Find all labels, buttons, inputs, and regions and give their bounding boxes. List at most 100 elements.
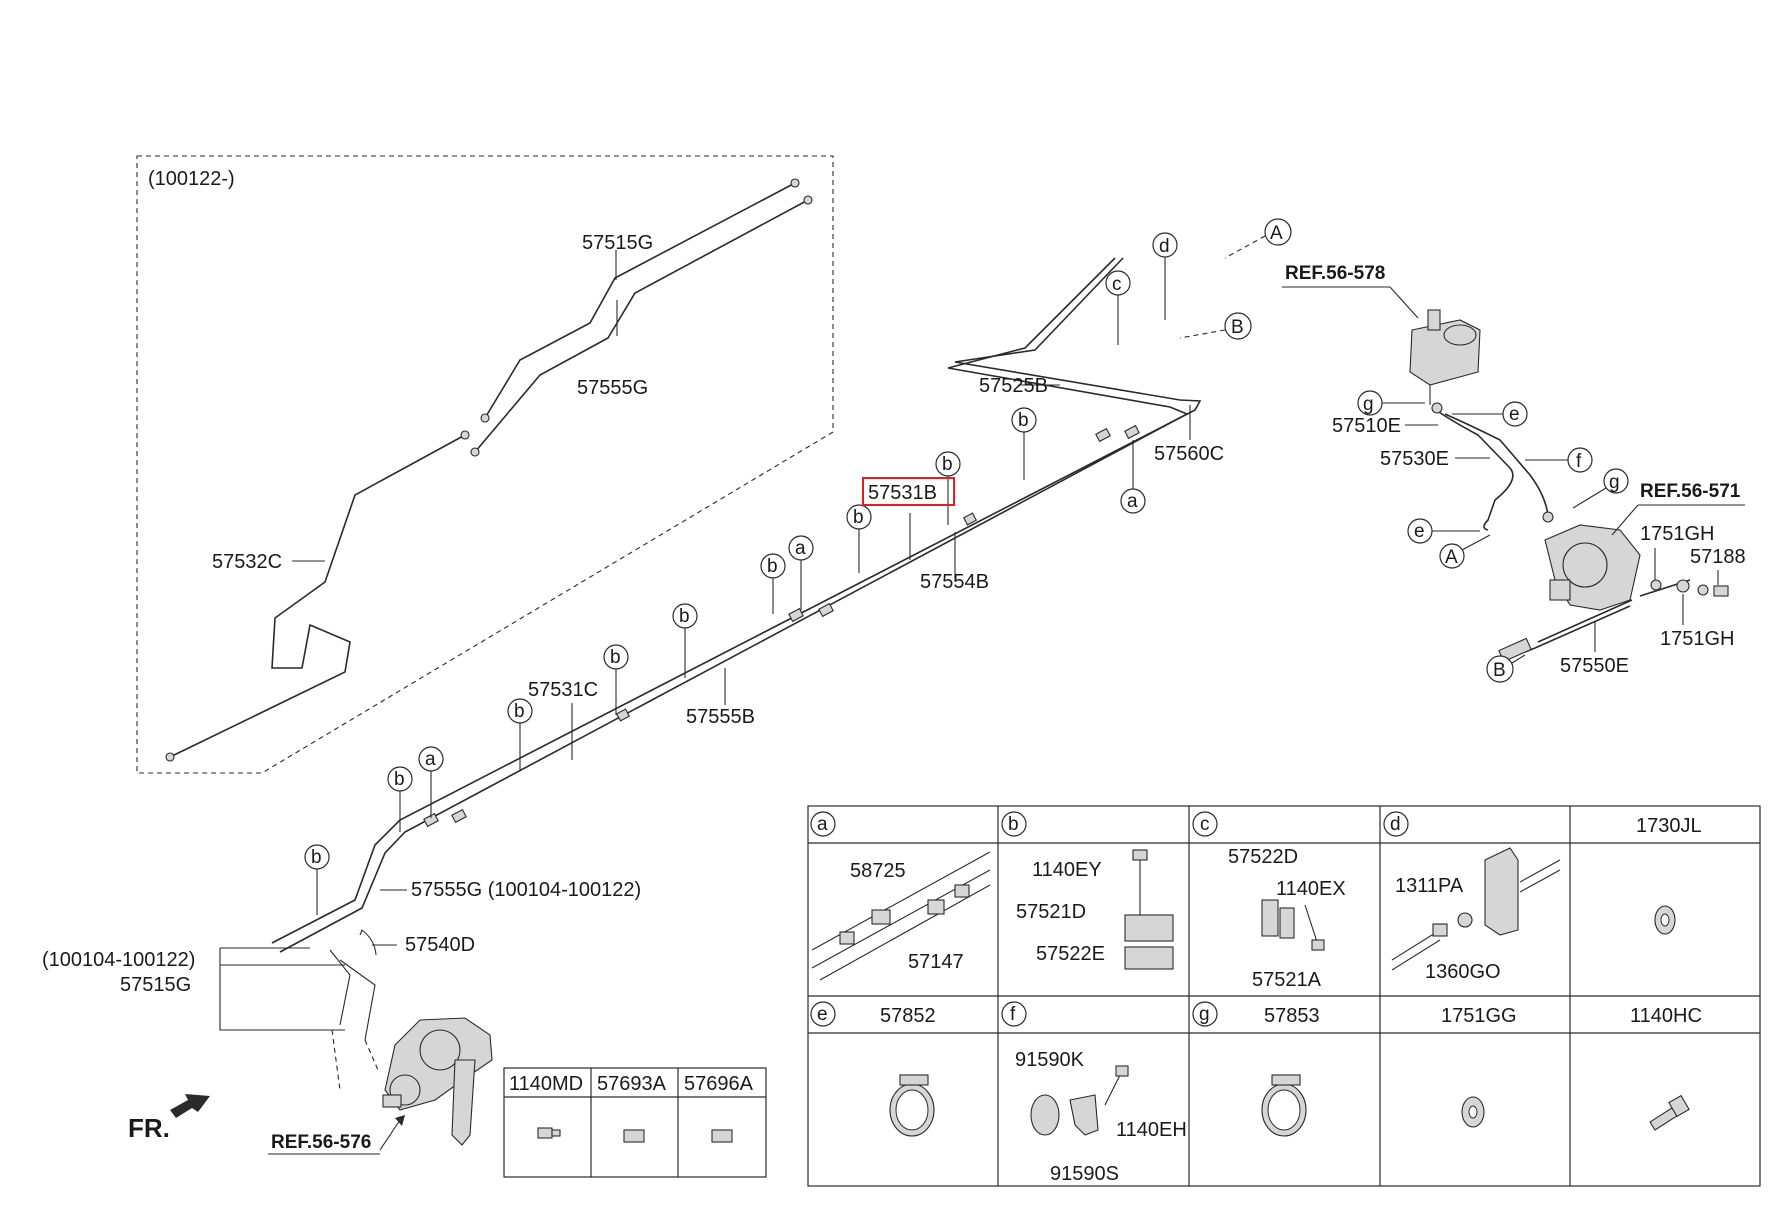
clip-icon	[1095, 427, 1111, 443]
front-arrow-icon	[170, 1094, 210, 1118]
leader-line	[1389, 286, 1419, 319]
cell-1730JL-header: 1730JL	[1636, 815, 1702, 837]
clip-icon	[788, 607, 804, 623]
label-57531C: 57531C	[528, 679, 598, 701]
label-57525B: 57525B	[979, 375, 1048, 397]
label-57555G-inset: 57555G	[577, 377, 648, 399]
cell-g-circle	[1192, 1001, 1218, 1027]
reservoir-cap-icon	[1443, 324, 1477, 346]
callout-arrow	[1572, 487, 1607, 509]
callout-line	[1511, 654, 1526, 664]
inset-group: (100122-) 57515G 57555G 57532C	[136, 155, 834, 774]
cell-a-circle	[810, 811, 836, 837]
callout-b: b	[853, 507, 864, 528]
washer-icon	[1676, 579, 1690, 593]
clip-icon	[1124, 424, 1140, 440]
pitman-arm-icon	[451, 1059, 476, 1146]
fitting-icon	[165, 752, 175, 762]
ref-56-571: REF.56-571	[1640, 481, 1741, 502]
hose-57530E	[1444, 413, 1549, 516]
cell-1140HC-header: 1140HC	[1630, 1005, 1702, 1027]
label-57555G-range: 57555G (100104-100122)	[411, 879, 641, 901]
cell-a-part2: 57147	[908, 951, 964, 973]
pump-bracket-icon	[1549, 579, 1571, 601]
callout-A-bottom: A	[1445, 547, 1458, 568]
fitting-icon	[623, 1129, 645, 1143]
cell-f-part1: 91590K	[1015, 1049, 1085, 1071]
ref-56-578: REF.56-578	[1285, 263, 1385, 284]
pipe-57515G-inset	[484, 182, 796, 419]
label-57540D: 57540D	[405, 934, 475, 956]
callout-b: b	[767, 556, 778, 577]
clip-icon	[1261, 899, 1279, 937]
fitting-icon	[790, 178, 800, 188]
callout-b: b	[610, 647, 621, 668]
cell-d-pipe	[1391, 929, 1441, 971]
callout-b: b	[394, 769, 405, 790]
callout-d: d	[1159, 236, 1170, 257]
callout-circle	[1439, 543, 1465, 569]
label-57554B: 57554B	[920, 571, 989, 593]
small-table-h3: 57696A	[684, 1073, 754, 1095]
cell-c-letter: c	[1200, 814, 1210, 835]
inset-label: (100122-)	[148, 168, 235, 190]
clip-icon	[962, 512, 978, 526]
cell-1751GG-header: 1751GG	[1441, 1005, 1517, 1027]
cell-b-circle	[1001, 811, 1027, 837]
callout-g-right: g	[1609, 472, 1620, 493]
label-57510E: 57510E	[1332, 415, 1401, 437]
cell-f-part3: 91590S	[1050, 1163, 1119, 1185]
hose-57550E-b	[1537, 599, 1633, 643]
leader-line	[1611, 504, 1639, 536]
cell-c-circle	[1192, 811, 1218, 837]
callout-B-top: B	[1231, 317, 1244, 338]
fitting-icon	[927, 899, 945, 915]
cell-e-circle	[810, 1001, 836, 1027]
washer-icon	[1650, 579, 1662, 591]
hose-clip-icon	[1030, 1094, 1060, 1136]
small-table-h2: 57693A	[597, 1073, 667, 1095]
label-1751GH-top: 1751GH	[1640, 523, 1715, 545]
label-57560C: 57560C	[1154, 443, 1224, 465]
bolt-icon	[1115, 1065, 1129, 1077]
front-label: FR.	[128, 1113, 170, 1143]
nut-icon	[954, 884, 970, 898]
small-parts-table: 1140MD 57693A 57696A	[503, 1067, 767, 1178]
fitting-icon	[470, 447, 480, 457]
gearbox-housing-icon	[419, 1029, 461, 1071]
cell-b-part2: 57521D	[1016, 901, 1086, 923]
callout-circle	[1603, 468, 1629, 494]
arrow-icon	[395, 1115, 405, 1126]
cell-g-letter: g	[1199, 1004, 1210, 1025]
pipe-57532C	[169, 434, 466, 758]
cell-c-part1: 57522D	[1228, 846, 1298, 868]
callout-e-top: e	[1509, 404, 1520, 425]
label-57530E: 57530E	[1380, 448, 1449, 470]
hose-57540D	[359, 929, 377, 956]
fitting-icon	[480, 413, 490, 423]
callout-f-right: f	[1576, 451, 1582, 472]
callout-b: b	[311, 847, 322, 868]
callout-c: c	[1112, 274, 1122, 295]
leader-line	[379, 1119, 401, 1151]
main-labels: 57525B 57560C 57531B 57554B 57531C 57555…	[42, 375, 1224, 996]
callout-circle	[1264, 218, 1292, 246]
clip-icon	[451, 808, 467, 824]
pipe-57555G-inset	[474, 199, 809, 453]
cell-a-letter: a	[817, 814, 828, 835]
clamp-block-icon	[1124, 946, 1174, 970]
callout-b: b	[679, 606, 690, 627]
nut-icon	[1432, 923, 1448, 937]
leaders	[219, 384, 1191, 1031]
dashed-to-gearbox	[331, 1029, 379, 1091]
bracket-57515G	[219, 947, 345, 1031]
label-57515G-inset: 57515G	[582, 232, 653, 254]
fitting-icon	[460, 430, 470, 440]
pump-pulley-icon	[1562, 542, 1608, 588]
hose-57510E	[1432, 407, 1514, 531]
label-57555B: 57555B	[686, 706, 755, 728]
inset-border	[136, 155, 834, 774]
callout-line	[1224, 235, 1266, 259]
